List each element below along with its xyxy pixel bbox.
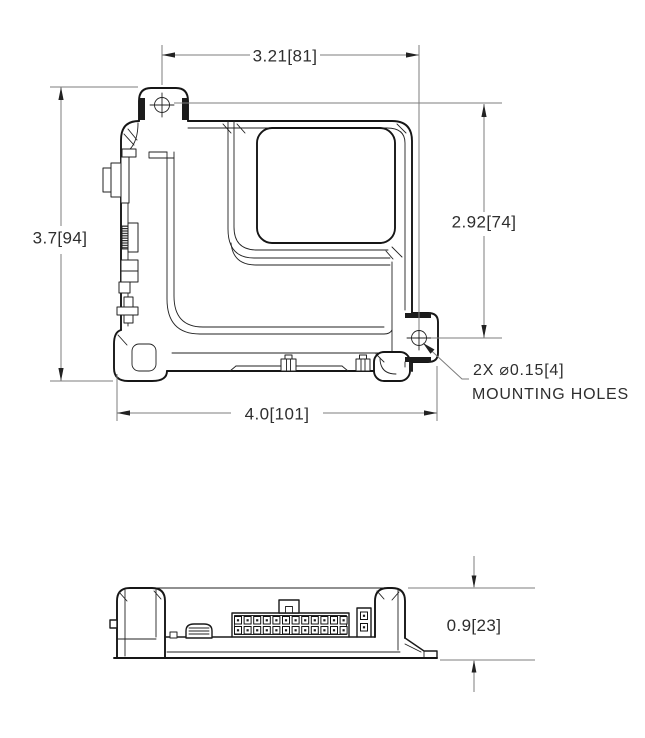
io-block xyxy=(118,259,139,294)
dim-right-height: 2.92[74] xyxy=(174,102,517,339)
arrowhead-icon xyxy=(117,410,130,416)
micro-usb-connector-side xyxy=(185,623,213,639)
dim-top-width: 3.21[81] xyxy=(161,45,420,330)
aux-pin-connector xyxy=(356,607,372,638)
dim-text-right-height: 2.92[74] xyxy=(452,213,517,232)
side-view: 0.9[23] xyxy=(109,556,535,692)
note-line1: 2X ⌀0.15[4] xyxy=(473,362,564,379)
enclosure-side-outline xyxy=(109,587,438,659)
interior-walls xyxy=(148,151,393,352)
dim-left-height: 3.7[94] xyxy=(33,86,138,382)
enclosure-top-outline xyxy=(120,120,413,372)
dim-text-side-height: 0.9[23] xyxy=(447,616,502,635)
side-stub xyxy=(109,619,118,629)
note-line2: MOUNTING HOLES xyxy=(472,386,629,403)
micro-usb-connector-top xyxy=(121,222,139,253)
arrowhead-icon xyxy=(406,52,419,58)
dim-text-left-height: 3.7[94] xyxy=(33,229,88,248)
arrowhead-icon xyxy=(471,660,477,673)
arrowhead-icon xyxy=(162,52,175,58)
main-pin-connector xyxy=(231,599,350,638)
io-block xyxy=(116,296,139,324)
arrowhead-icon xyxy=(481,104,487,117)
raised-square-boss xyxy=(256,127,403,258)
dim-text-bottom-width: 4.0[101] xyxy=(245,405,310,424)
arrowhead-icon xyxy=(58,368,64,381)
dim-bottom-width: 4.0[101] xyxy=(116,366,438,424)
bottom-edge-details xyxy=(229,354,371,372)
arrowhead-icon xyxy=(424,410,437,416)
mounting-holes-note: 2X ⌀0.15[4] MOUNTING HOLES xyxy=(422,342,629,403)
dim-side-height: 0.9[23] xyxy=(408,556,535,692)
connector-latch xyxy=(278,599,300,614)
mounting-tab-top-left xyxy=(138,87,189,122)
leader-arrowhead-icon xyxy=(423,343,435,354)
snap-clip xyxy=(355,358,371,372)
mounting-bracket xyxy=(404,637,438,659)
arrowhead-icon xyxy=(481,325,487,338)
top-view: 3.21[81] 3.7[94] 2.92[74] xyxy=(33,45,629,424)
terminal-connector xyxy=(102,156,130,204)
arrowhead-icon xyxy=(58,87,64,100)
dim-text-top-width: 3.21[81] xyxy=(253,47,318,66)
snap-clip xyxy=(280,358,297,372)
channel-ridges xyxy=(222,120,394,266)
arrowhead-icon xyxy=(471,575,477,588)
left-side-connectors xyxy=(102,148,139,324)
